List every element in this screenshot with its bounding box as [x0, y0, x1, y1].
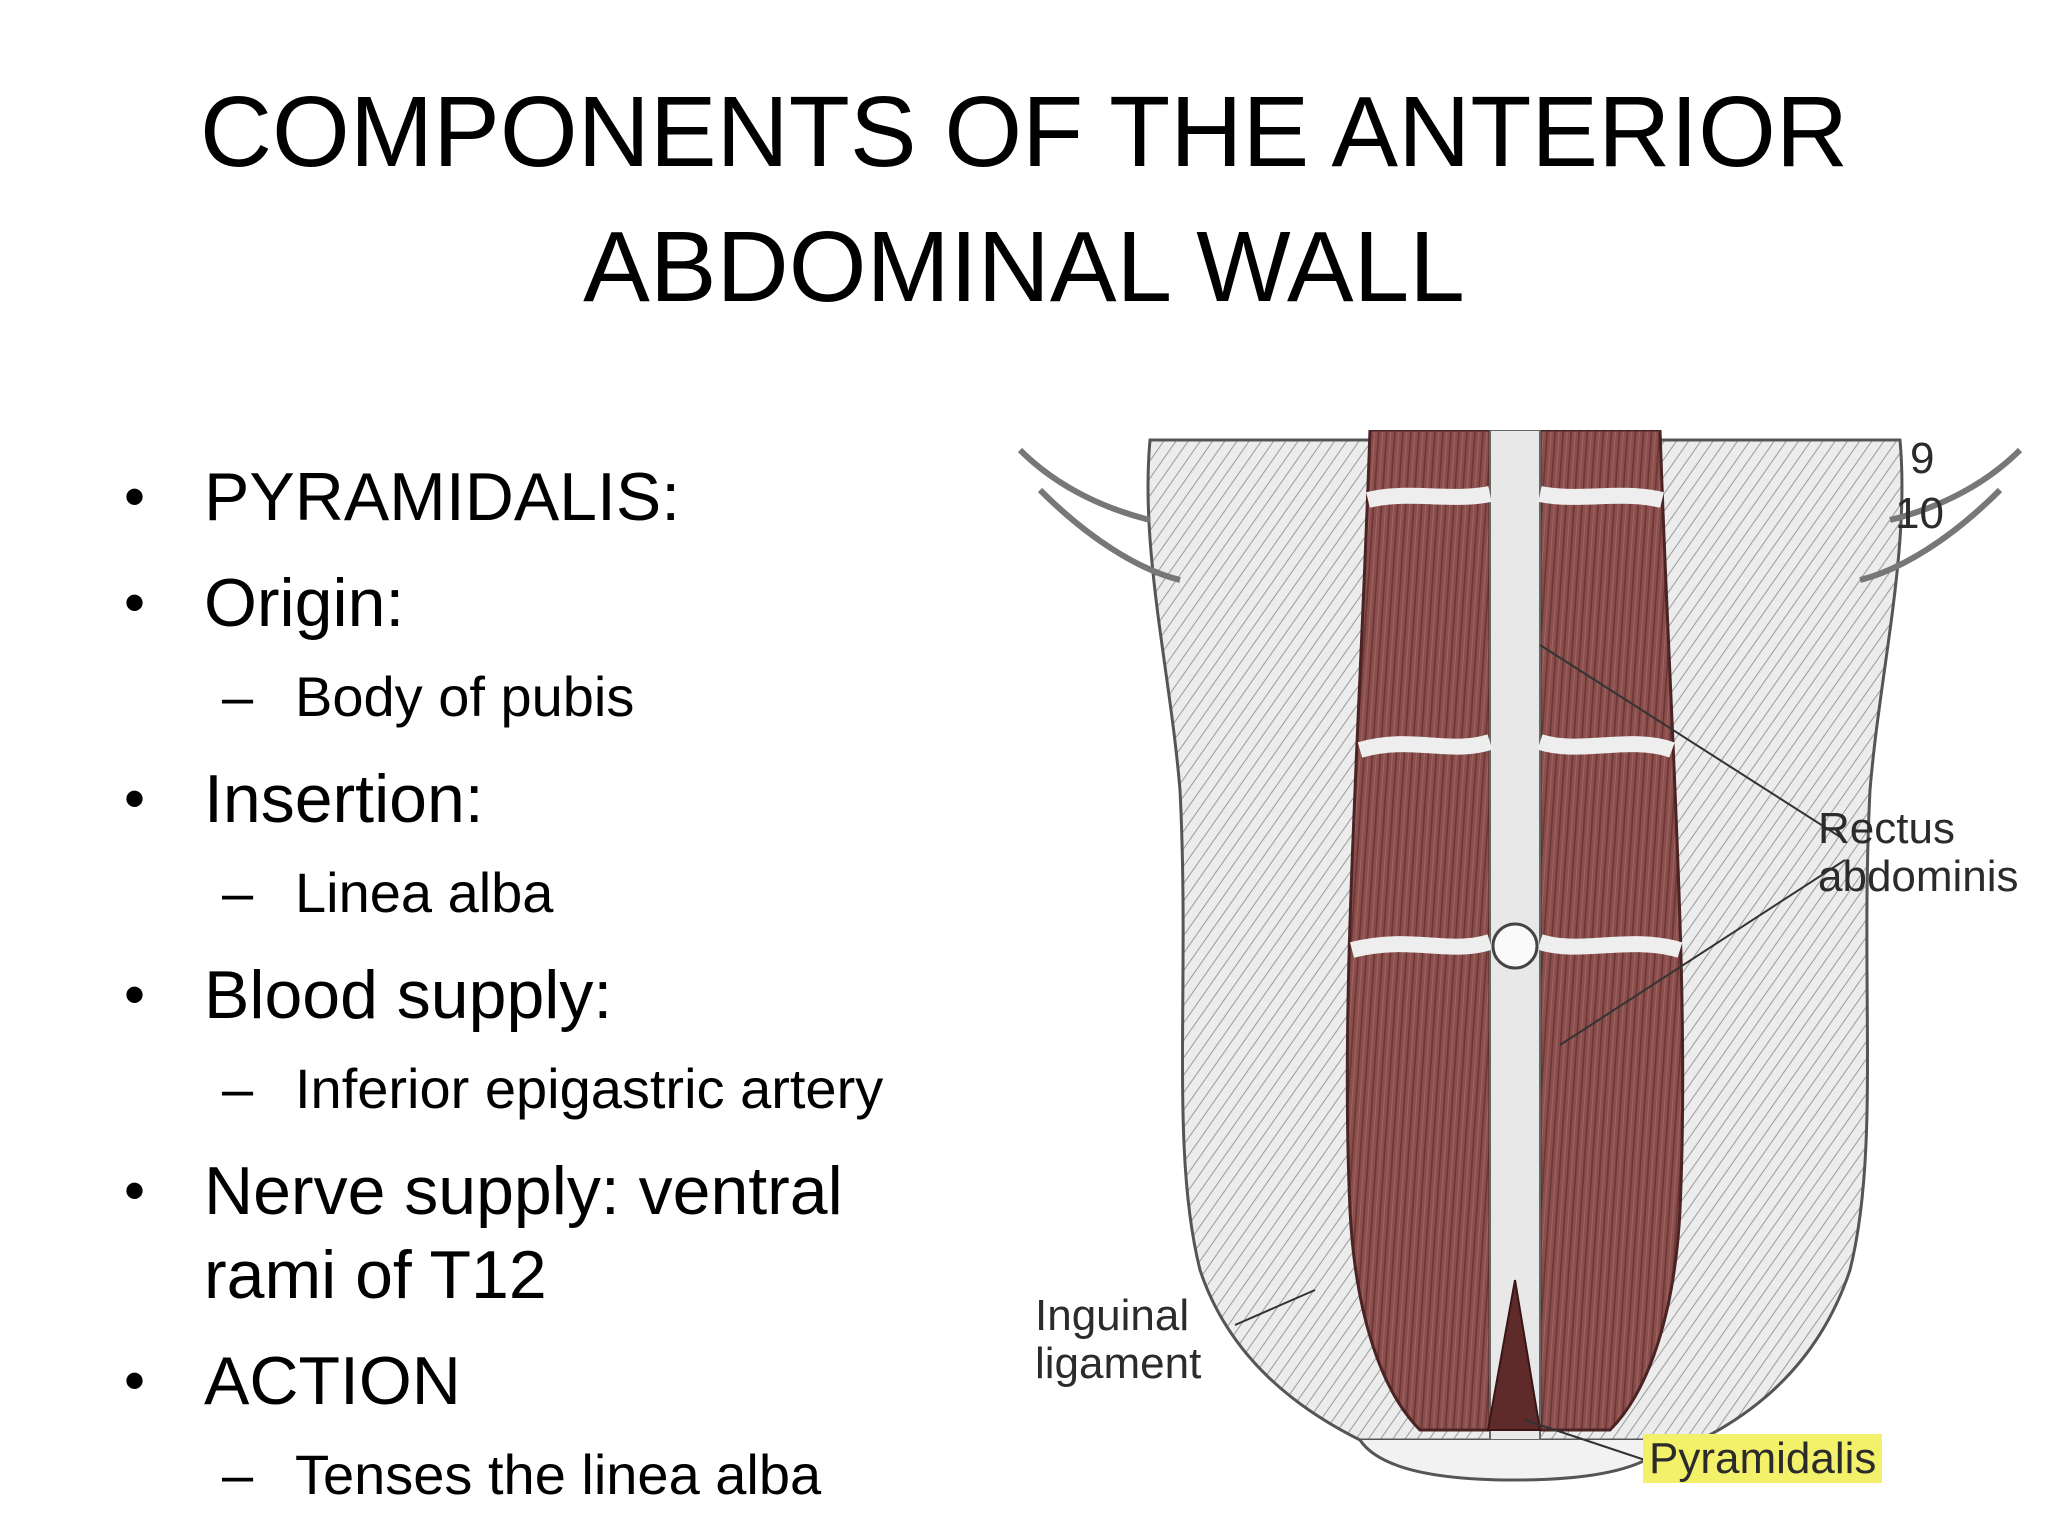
inguinal-label-line-1: Inguinal [1035, 1291, 1190, 1340]
sub-text: Body of pubis [295, 665, 635, 728]
pubic-bone [1358, 1439, 1672, 1482]
bullet-dot: • [124, 463, 146, 530]
sub-origin: – Body of pubis [120, 661, 1000, 733]
tendinous-intersection [1538, 486, 1664, 508]
leader-line [1234, 1289, 1316, 1326]
bullet-list: • PYRAMIDALIS: • Origin: – Body of pubis… [120, 455, 1000, 1535]
tendinous-intersection [1366, 486, 1492, 508]
rib-arc-right [1889, 447, 2023, 523]
sub-blood-supply: – Inferior epigastric artery [120, 1053, 1000, 1125]
leader-line [1524, 1419, 1646, 1461]
tendinous-intersection [1357, 734, 1493, 758]
rib-arc-left [1017, 447, 1151, 523]
sub-insertion: – Linea alba [120, 857, 1000, 929]
bullet-dot: • [124, 1347, 146, 1414]
sub-text: Inferior epigastric artery [295, 1057, 884, 1120]
sub-dash: – [222, 1057, 254, 1120]
sub-dash: – [222, 665, 254, 728]
title-line-2: ABDOMINAL WALL [583, 211, 1465, 323]
leader-line [1559, 859, 1846, 1046]
bullet-text-line-1: Nerve supply: ventral [204, 1153, 843, 1229]
rib-arc-right [1859, 487, 2003, 583]
sub-text: Linea alba [295, 861, 554, 924]
sub-dash: – [222, 1443, 254, 1506]
leader-line [1539, 644, 1846, 841]
bullet-dot: • [124, 569, 146, 636]
rib-10-label: 10 [1895, 489, 1944, 538]
sub-text: Tenses the linea alba [295, 1443, 822, 1506]
bullet-text-line-2: rami of T12 [204, 1237, 547, 1313]
pyramidalis-label: Pyramidalis [1643, 1434, 1883, 1483]
bullet-insertion: • Insertion: [120, 757, 1000, 841]
rectus-label-line-2: abdominis [1818, 852, 2019, 901]
rectus-right [1538, 430, 1685, 1432]
tendinous-intersection [1537, 734, 1675, 758]
title-line-1: COMPONENTS OF THE ANTERIOR [199, 76, 1849, 188]
rectus-label: Rectus abdominis [1818, 805, 2019, 901]
slide-title: COMPONENTS OF THE ANTERIOR ABDOMINAL WAL… [0, 65, 2048, 335]
bullet-blood-supply: • Blood supply: [120, 953, 1000, 1037]
rectus-left [1345, 430, 1492, 1432]
sub-action: – Tenses the linea alba [120, 1439, 1000, 1511]
sub-dash: – [222, 861, 254, 924]
bullet-text: ACTION [204, 1343, 461, 1419]
bullet-dot: • [124, 1157, 146, 1224]
bullet-dot: • [124, 961, 146, 1028]
bullet-origin: • Origin: [120, 561, 1000, 645]
bullet-dot: • [124, 765, 146, 832]
rib-9-label: 9 [1910, 434, 1935, 483]
pyramidalis-muscle [1486, 1279, 1542, 1431]
umbilicus [1491, 922, 1539, 970]
bullet-nerve-supply: • Nerve supply: ventral rami of T12 [120, 1149, 1000, 1317]
rib-arc-left [1037, 487, 1181, 583]
inguinal-ligament-label: Inguinal ligament [1035, 1292, 1201, 1388]
bullet-action: • ACTION [120, 1339, 1000, 1423]
inguinal-label-line-2: ligament [1035, 1339, 1202, 1388]
anatomy-illustration: 9 10 Rectus abdominis Inguinal ligament … [1000, 430, 2040, 1530]
bullet-text: PYRAMIDALIS: [204, 459, 681, 535]
tendinous-intersection [1537, 934, 1683, 958]
bullet-pyramidalis: • PYRAMIDALIS: [120, 455, 1000, 539]
bullet-text: Origin: [204, 565, 405, 641]
pyramidalis-highlight: Pyramidalis [1643, 1434, 1883, 1483]
rectus-label-line-1: Rectus [1818, 804, 1955, 853]
tendinous-intersection [1350, 934, 1493, 958]
bullet-text: Insertion: [204, 761, 484, 837]
rectus-abdominis-drawing [1017, 430, 2023, 1482]
bullet-text: Blood supply: [204, 957, 613, 1033]
